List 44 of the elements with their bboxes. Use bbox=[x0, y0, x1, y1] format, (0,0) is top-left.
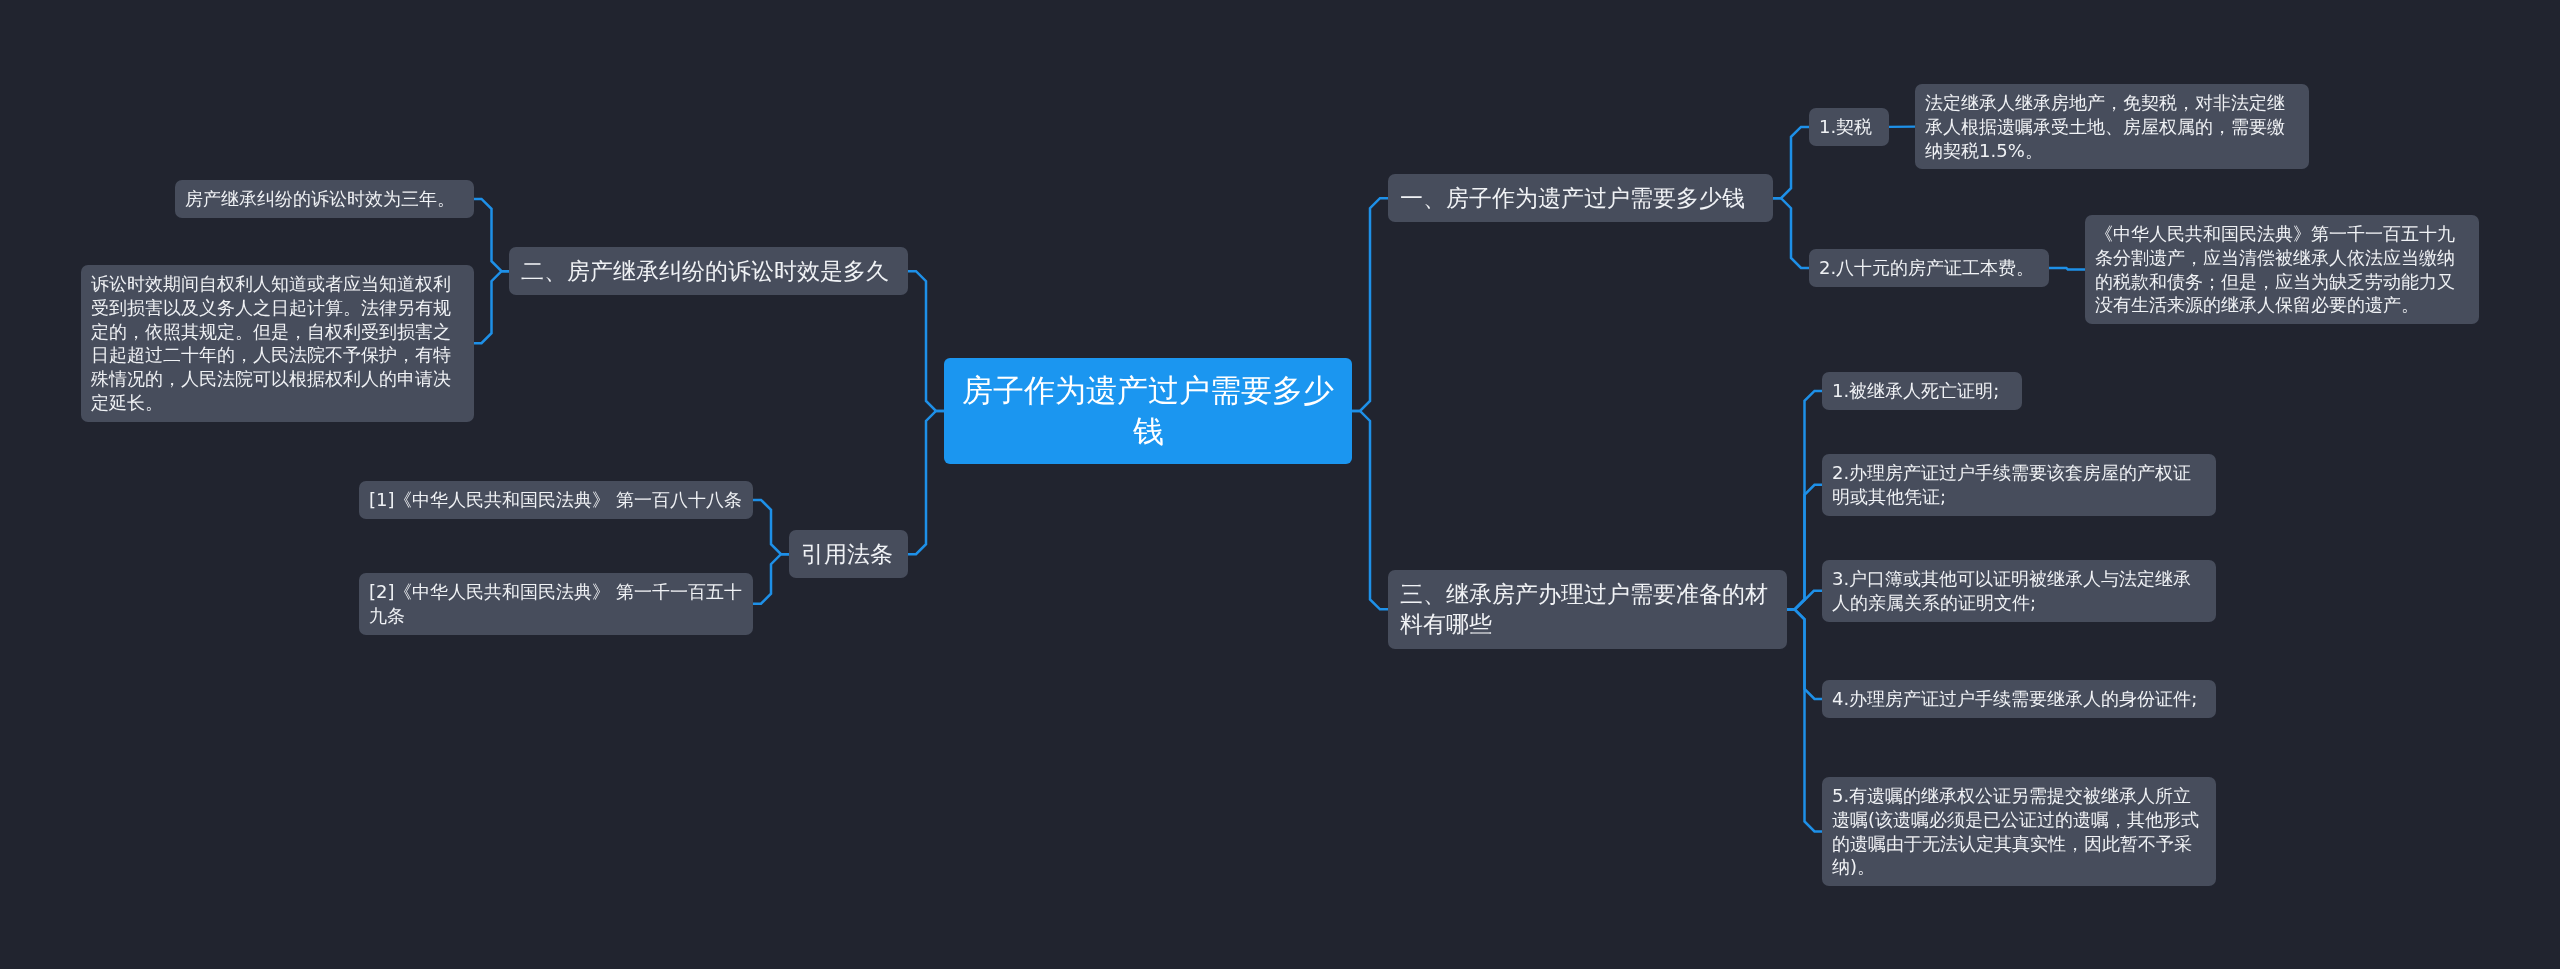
topic-text: 2.八十元的房产证工本费。 bbox=[1819, 256, 2036, 280]
topic-text: 4.办理房产证过户手续需要继承人的身份证件; bbox=[1832, 687, 2199, 711]
topic-text: 2.办理房产证过户手续需要该套房屋的产权证明或其他凭证; bbox=[1832, 461, 2193, 509]
subtopic-box bbox=[1809, 108, 1889, 146]
connector-line bbox=[1787, 608, 1822, 833]
central-topic bbox=[944, 358, 1352, 464]
subtopic-box bbox=[359, 573, 753, 635]
topic-text: 引用法条 bbox=[801, 540, 894, 569]
topic-text: [2]《中华人民共和国民法典》 第一千一百五十九条 bbox=[369, 580, 743, 628]
connector-line bbox=[1352, 409, 1388, 611]
subtopic-box bbox=[1822, 560, 2216, 622]
topic-box bbox=[1388, 570, 1787, 649]
topic-box bbox=[509, 247, 908, 296]
connector-line bbox=[1889, 125, 1915, 129]
topic-text: 法定继承人继承房地产，免契税，对非法定继承人根据遗嘱承受土地、房屋权属的，需要缴纳契税1.5%。 bbox=[1925, 91, 2286, 163]
subtopic-box bbox=[175, 180, 474, 218]
subtopic-box bbox=[1822, 777, 2216, 886]
connector-line bbox=[2049, 266, 2085, 271]
connector-line bbox=[474, 269, 509, 345]
subtopic-box bbox=[1915, 84, 2309, 170]
connector-line bbox=[908, 409, 944, 556]
topic-text: 诉讼时效期间自权利人知道或者应当知道权利受到损害以及义务人之日起计算。法律另有规定的，依照其规定。但是，自权利受到损害之日起超过二十年的，人民法院不予保护，有特殊情况的，人民法院可以根据权利人的申请决定延长。 bbox=[91, 272, 452, 415]
subtopic-box bbox=[81, 265, 474, 422]
connector-line bbox=[1773, 196, 1809, 270]
topic-text: 房产继承纠纷的诉讼时效为三年。 bbox=[185, 187, 456, 211]
subtopic-box bbox=[359, 481, 753, 519]
topic-text: 房子作为遗产过户需要多少钱 bbox=[961, 371, 1335, 451]
topic-text: 二、房产继承纠纷的诉讼时效是多久 bbox=[521, 257, 890, 286]
topic-text: [1]《中华人民共和国民法典》 第一百八十八条 bbox=[369, 488, 743, 512]
topic-text: 1.契税 bbox=[1819, 115, 1874, 139]
topic-box bbox=[1388, 174, 1773, 223]
topic-text: 5.有遗嘱的继承权公证另需提交被继承人所立遗嘱(该遗嘱必须是已公证过的遗嘱，其他形式的遗嘱由于无法认定其真实性，因此暂不予采纳)。 bbox=[1832, 784, 2201, 879]
topic-text: 一、房子作为遗产过户需要多少钱 bbox=[1400, 184, 1746, 213]
topic-box bbox=[789, 530, 908, 579]
subtopic-box bbox=[2085, 215, 2479, 324]
topic-text: 《中华人民共和国民法典》第一千一百五十九条分割遗产，应当清偿被继承人依法应当缴纳的税款和债务；但是，应当为缺乏劳动能力又没有生活来源的继承人保留必要的遗产。 bbox=[2095, 222, 2456, 317]
subtopic-box bbox=[1822, 680, 2216, 718]
topic-text: 三、继承房产办理过户需要准备的材料有哪些 bbox=[1400, 580, 1769, 640]
subtopic-box bbox=[1822, 372, 2022, 410]
topic-text: 3.户口簿或其他可以证明被继承人与法定继承人的亲属关系的证明文件; bbox=[1832, 567, 2193, 615]
subtopic-box bbox=[1822, 454, 2216, 516]
subtopic-box bbox=[1809, 249, 2049, 287]
connector-line bbox=[753, 552, 789, 605]
topic-text: 1.被继承人死亡证明; bbox=[1832, 379, 2001, 403]
